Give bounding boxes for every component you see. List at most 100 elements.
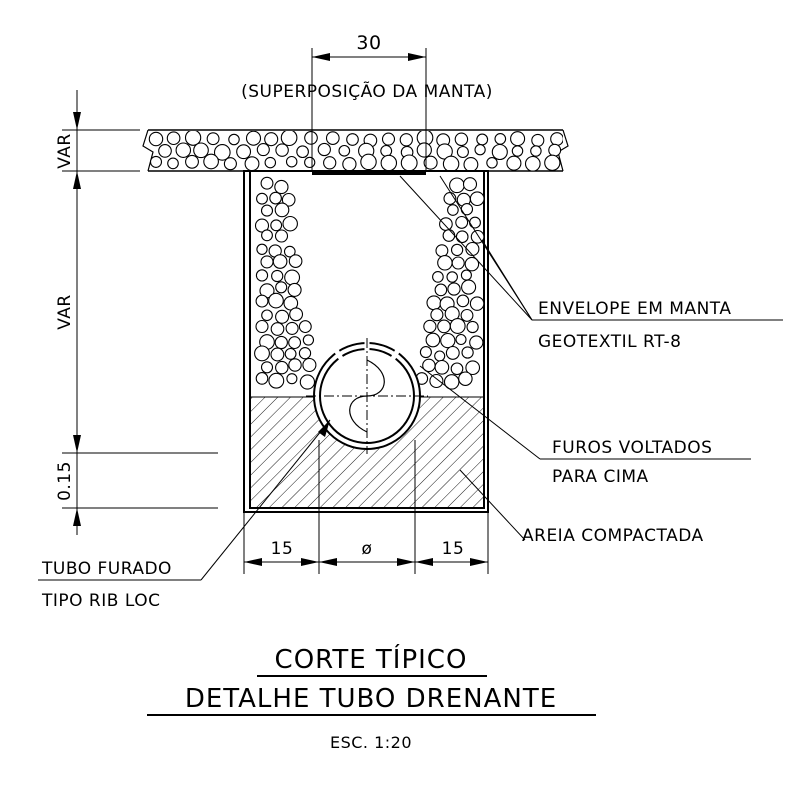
gravel-pebble bbox=[450, 362, 464, 376]
gravel-pebble bbox=[193, 142, 209, 159]
gravel-pebble bbox=[419, 346, 432, 359]
gravel-pebble bbox=[284, 269, 301, 286]
surface-gravel-layer bbox=[142, 129, 569, 172]
gravel-pebble bbox=[465, 241, 480, 257]
overlap-note: (SUPERPOSIÇÃO DA MANTA) bbox=[241, 80, 493, 102]
gravel-pebble bbox=[270, 347, 285, 362]
gravel-pebble bbox=[288, 336, 302, 350]
gravel-pebble bbox=[256, 243, 268, 255]
gravel-pebble bbox=[466, 320, 479, 334]
gravel-pebble bbox=[460, 203, 474, 216]
gravel-pebble bbox=[304, 156, 316, 169]
left-clearance-dim: 15 bbox=[271, 539, 294, 559]
gravel-pebble bbox=[434, 350, 446, 362]
gravel-pebble bbox=[268, 292, 284, 309]
gravel-pebble bbox=[286, 373, 298, 385]
gravel-pebble bbox=[491, 143, 508, 161]
gravel-pebble bbox=[445, 345, 460, 360]
gravel-pebble bbox=[274, 335, 288, 350]
gravel-pebble bbox=[304, 131, 318, 145]
gravel-pebble bbox=[474, 144, 486, 156]
gravel-pebble bbox=[442, 229, 456, 242]
gravel-pebble bbox=[464, 256, 480, 272]
gravel-pebble bbox=[449, 177, 465, 194]
pipe-diameter-dim: ø bbox=[362, 539, 373, 559]
gravel-pebble bbox=[184, 131, 202, 146]
gravel-pebble bbox=[510, 131, 526, 147]
gravel-pebble bbox=[400, 154, 418, 171]
gravel-pebble bbox=[282, 215, 298, 232]
gravel-pebble bbox=[451, 256, 465, 270]
gravel-pebble bbox=[148, 131, 164, 147]
sand-depth-dim: 0.15 bbox=[55, 461, 75, 501]
gravel-pebble bbox=[455, 215, 469, 229]
pipe-leader-arrow bbox=[318, 420, 330, 437]
gravel-pebble bbox=[416, 142, 432, 158]
gravel-pebble bbox=[296, 145, 309, 159]
gravel-pebble bbox=[166, 131, 181, 146]
gravel-pebble bbox=[289, 307, 304, 322]
gravel-pebble bbox=[469, 191, 485, 207]
gravel-pebble bbox=[274, 229, 289, 243]
gravel-pebble bbox=[447, 282, 461, 296]
gravel-pebble bbox=[423, 155, 438, 170]
gravel-pebble bbox=[274, 179, 289, 195]
dimension-bottom bbox=[243, 440, 489, 574]
gravel-pebble bbox=[175, 142, 192, 158]
holes-label-2: PARA CIMA bbox=[552, 467, 649, 487]
gravel-pebble bbox=[550, 132, 563, 146]
top-layer-dim: VAR bbox=[55, 133, 75, 168]
gravel-pebble bbox=[275, 360, 289, 375]
gravel-pebble bbox=[426, 295, 442, 311]
gravel-pebble bbox=[437, 319, 451, 334]
gravel-pebble bbox=[317, 142, 331, 157]
gravel-pebble bbox=[260, 176, 274, 190]
gravel-pebble bbox=[270, 322, 285, 336]
gravel-pebble bbox=[381, 132, 396, 146]
gravel-pebble bbox=[380, 144, 393, 157]
gravel-pebble bbox=[260, 361, 274, 374]
title-line-2: DETALHE TUBO DRENANTE bbox=[185, 684, 557, 714]
gravel-pebble bbox=[298, 347, 312, 360]
gravel-pebble bbox=[458, 371, 473, 386]
gravel-pebble bbox=[434, 359, 450, 375]
gravel-pebble bbox=[425, 332, 441, 348]
gravel-pebble bbox=[264, 132, 279, 147]
gravel-pebble bbox=[460, 308, 474, 322]
gravel-pebble bbox=[275, 309, 290, 324]
gravel-pebble bbox=[255, 269, 269, 282]
gravel-pebble bbox=[149, 155, 163, 168]
gravel-pebble bbox=[288, 358, 302, 372]
gravel-pebble bbox=[449, 318, 466, 334]
gravel-pebble bbox=[261, 229, 273, 242]
gravel-pebble bbox=[275, 281, 288, 294]
gravel-pebble bbox=[158, 144, 172, 158]
gravel-pebble bbox=[524, 155, 541, 171]
gravel-pebble bbox=[440, 332, 456, 349]
gravel-pebble bbox=[302, 357, 317, 373]
gravel-pebble bbox=[461, 279, 477, 295]
gravel-pebble bbox=[338, 144, 351, 157]
gravel-pebble bbox=[531, 133, 545, 147]
dimension-vertical-left bbox=[62, 90, 218, 535]
gravel-pebble bbox=[465, 360, 481, 376]
gravel-pebble bbox=[399, 133, 413, 147]
gravel-pebble bbox=[434, 283, 448, 297]
right-clearance-dim: 15 bbox=[442, 539, 465, 559]
gravel-pebble bbox=[256, 143, 270, 157]
gravel-pebble bbox=[268, 372, 285, 389]
gravel-pebble bbox=[423, 319, 437, 334]
gravel-pebble bbox=[342, 157, 357, 171]
gravel-pebble bbox=[506, 155, 522, 171]
gravel-pebble bbox=[462, 177, 478, 192]
gravel-pebble bbox=[206, 132, 220, 146]
gravel-pebble bbox=[380, 154, 398, 171]
gravel-pebble bbox=[298, 320, 312, 334]
gravel-pebble bbox=[261, 309, 273, 322]
surface-pebbles bbox=[148, 131, 563, 171]
gravel-pebble bbox=[167, 157, 179, 170]
gravel-pebble bbox=[245, 131, 262, 146]
gravel-pebble bbox=[255, 294, 269, 308]
trench-depth-dim: VAR bbox=[55, 294, 75, 329]
